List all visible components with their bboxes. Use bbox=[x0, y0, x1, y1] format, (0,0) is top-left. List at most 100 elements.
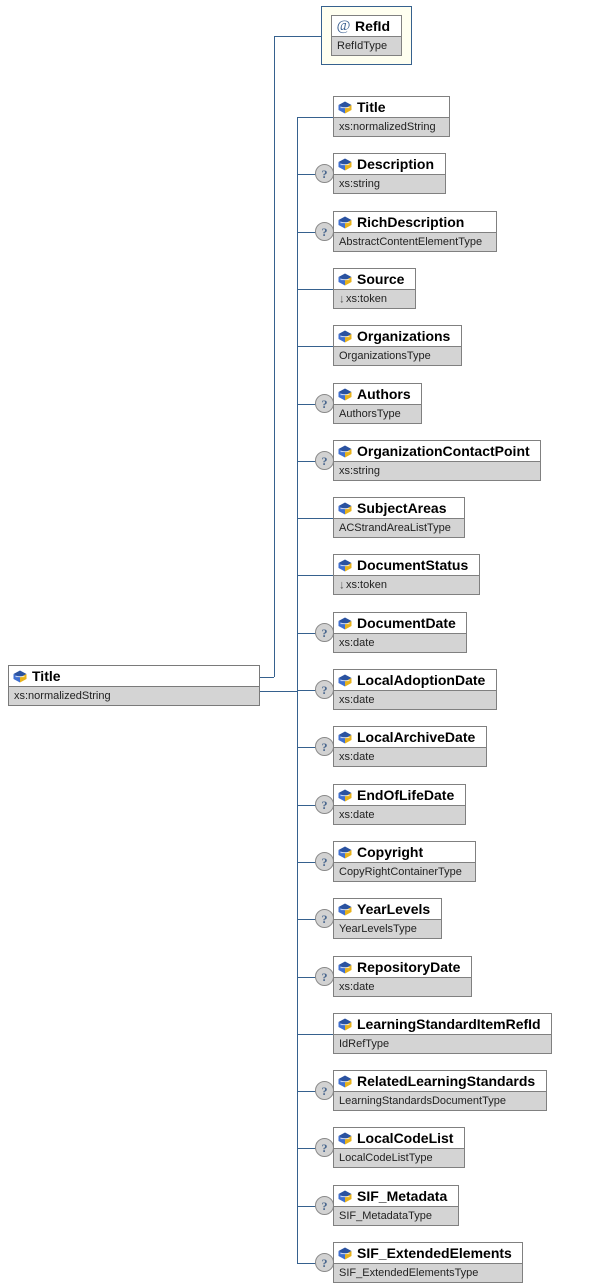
schema-node-DocumentDate[interactable]: DocumentDate xs:date bbox=[333, 612, 467, 653]
node-name: LocalAdoptionDate bbox=[357, 672, 486, 688]
schema-node-Source[interactable]: Source↓xs:token bbox=[333, 268, 416, 309]
element-icon bbox=[338, 674, 352, 687]
element-icon bbox=[338, 789, 352, 802]
node-type: YearLevelsType bbox=[339, 922, 417, 935]
node-name: EndOfLifeDate bbox=[357, 787, 455, 803]
connector-h-Source bbox=[297, 289, 333, 290]
schema-node-EndOfLifeDate[interactable]: EndOfLifeDate xs:date bbox=[333, 784, 466, 825]
node-type: OrganizationsType bbox=[339, 349, 431, 362]
node-name: SIF_Metadata bbox=[357, 1188, 448, 1204]
node-type: xs:string bbox=[339, 464, 380, 477]
element-icon bbox=[338, 502, 352, 515]
element-icon bbox=[338, 903, 352, 916]
schema-node-DocumentStatus[interactable]: DocumentStatus↓xs:token bbox=[333, 554, 480, 595]
node-type: AbstractContentElementType bbox=[339, 235, 483, 248]
element-icon bbox=[338, 1247, 352, 1260]
node-type: xs:token bbox=[346, 578, 387, 591]
node-type-row: xs:date bbox=[333, 978, 472, 997]
node-type-row: RefIdType bbox=[331, 37, 402, 56]
schema-node-OrganizationContactPoint[interactable]: OrganizationContactPoint xs:string bbox=[333, 440, 541, 481]
schema-node-Title[interactable]: Title xs:normalizedString bbox=[333, 96, 450, 137]
node-name: SIF_ExtendedElements bbox=[357, 1245, 512, 1261]
node-name-row: Description bbox=[333, 153, 446, 175]
node-type-row: YearLevelsType bbox=[333, 920, 442, 939]
node-name: Source bbox=[357, 271, 405, 287]
element-icon bbox=[338, 445, 352, 458]
node-type-row: LocalCodeListType bbox=[333, 1149, 465, 1168]
node-name: RefId bbox=[355, 18, 390, 34]
node-name-row: OrganizationContactPoint bbox=[333, 440, 541, 462]
node-type: xs:date bbox=[339, 750, 375, 763]
node-name-row: DocumentDate bbox=[333, 612, 467, 634]
element-icon bbox=[338, 388, 352, 401]
node-name-row: LocalAdoptionDate bbox=[333, 669, 497, 691]
node-type-row: SIF_ExtendedElementsType bbox=[333, 1264, 523, 1283]
optional-marker-icon: ? bbox=[315, 394, 334, 413]
node-type: IdRefType bbox=[339, 1037, 390, 1050]
node-type-row: IdRefType bbox=[333, 1035, 552, 1054]
connector-root-to-attr-trunk bbox=[260, 677, 274, 678]
optional-marker-icon: ? bbox=[315, 623, 334, 642]
node-type: SIF_MetadataType bbox=[339, 1209, 432, 1222]
node-name-row: Title bbox=[333, 96, 450, 118]
connector-h-DocumentStatus bbox=[297, 575, 333, 576]
element-icon bbox=[338, 961, 352, 974]
element-icon bbox=[338, 101, 352, 114]
node-type-row: ACStrandAreaListType bbox=[333, 519, 465, 538]
node-type: LocalCodeListType bbox=[339, 1151, 433, 1164]
element-icon bbox=[338, 731, 352, 744]
node-type: LearningStandardsDocumentType bbox=[339, 1094, 506, 1107]
element-icon bbox=[338, 1190, 352, 1203]
node-type-row: xs:date bbox=[333, 691, 497, 710]
optional-marker-icon: ? bbox=[315, 680, 334, 699]
node-name-row: LearningStandardItemRefId bbox=[333, 1013, 552, 1035]
node-type-row: AuthorsType bbox=[333, 405, 422, 424]
schema-node-LocalAdoptionDate[interactable]: LocalAdoptionDate xs:date bbox=[333, 669, 497, 710]
element-icon bbox=[338, 1018, 352, 1031]
optional-marker-icon: ? bbox=[315, 909, 334, 928]
connector-h-RefId bbox=[274, 36, 321, 37]
optional-marker-icon: ? bbox=[315, 1138, 334, 1157]
node-type-row: xs:string bbox=[333, 462, 541, 481]
node-name: LearningStandardItemRefId bbox=[357, 1016, 541, 1032]
node-type-row: xs:string bbox=[333, 175, 446, 194]
element-icon bbox=[338, 559, 352, 572]
connector-trunk-attributes bbox=[274, 36, 275, 677]
connector-h-LearningStandardItemRefId bbox=[297, 1034, 333, 1035]
element-icon bbox=[338, 846, 352, 859]
node-name-row: SIF_Metadata bbox=[333, 1185, 459, 1207]
node-type-row: CopyRightContainerType bbox=[333, 863, 476, 882]
node-type-row: OrganizationsType bbox=[333, 347, 462, 366]
node-type-row: xs:date bbox=[333, 634, 467, 653]
node-name: DocumentDate bbox=[357, 615, 456, 631]
node-name-row: @RefId bbox=[331, 15, 402, 37]
node-name-row: DocumentStatus bbox=[333, 554, 480, 576]
optional-marker-icon: ? bbox=[315, 451, 334, 470]
node-type: xs:normalizedString bbox=[339, 120, 436, 133]
optional-marker-icon: ? bbox=[315, 1253, 334, 1272]
element-icon bbox=[338, 216, 352, 229]
node-name: Authors bbox=[357, 386, 411, 402]
element-icon bbox=[338, 1132, 352, 1145]
node-name-row: Copyright bbox=[333, 841, 476, 863]
optional-marker-icon: ? bbox=[315, 222, 334, 241]
node-type-row: xs:date bbox=[333, 806, 466, 825]
optional-marker-icon: ? bbox=[315, 1196, 334, 1215]
